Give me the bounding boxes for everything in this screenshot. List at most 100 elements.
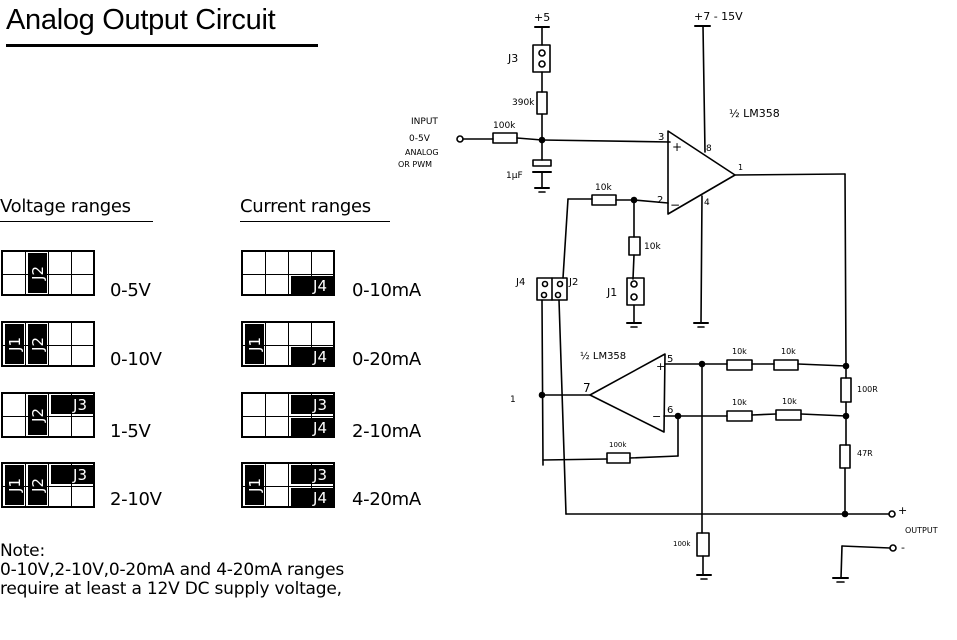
r-fb2-label: 100k	[609, 441, 627, 449]
r-gnd1-label: 10k	[644, 242, 661, 252]
voltage-ranges-heading: Voltage ranges	[0, 196, 131, 217]
out-minus-label: -	[901, 541, 905, 554]
page-title: Analog Output Circuit	[6, 4, 276, 36]
jumper-j2: J2	[28, 253, 47, 293]
r-top1-label: 10k	[732, 347, 747, 356]
pin-label: 3	[658, 132, 664, 143]
resistor-390k: 390k	[512, 91, 548, 115]
jumper-j4: J4	[291, 488, 333, 507]
pin-label: 2	[657, 195, 663, 206]
output-terminal-minus: -	[889, 541, 905, 554]
jumper-j4: J4	[291, 276, 333, 295]
r-input-label: 100k	[493, 121, 516, 131]
range-label: 0-5V	[110, 280, 151, 301]
jumper-j4: J4	[291, 418, 333, 437]
voltage-heading-underline	[0, 221, 153, 222]
resistor-10k-j1: 10k	[628, 236, 661, 256]
resistor-10k-feedback: 10k	[591, 183, 617, 206]
opamp-1: ½ LM358 3 + 8 2 − 4 1	[657, 107, 780, 215]
resistor-100k-load: 100k	[673, 532, 710, 557]
supply-5v: +5	[534, 11, 550, 46]
j4-label: J4	[515, 277, 525, 288]
plus-sign: +	[656, 360, 665, 373]
note-line-2: require at least a 12V DC supply voltage…	[0, 579, 342, 599]
jumper-j1: J1	[5, 324, 24, 364]
range-label: 4-20mA	[352, 489, 421, 510]
jumper-j4-header: J4 J2	[515, 277, 578, 301]
ground-symbol	[832, 577, 849, 583]
jumper-j3: J3	[51, 465, 93, 484]
jumper-j3: J3	[51, 395, 93, 414]
resistor-100r: 100R	[840, 377, 878, 403]
resistor-47r: 47R	[839, 444, 873, 469]
opamp-2: ½ LM358 7 5 + 6 −	[580, 350, 673, 433]
opamp1-label: ½ LM358	[729, 107, 780, 120]
note-heading: Note:	[0, 541, 45, 561]
input-type-pwm: OR PWM	[398, 160, 432, 169]
jumper-j1: J1	[245, 465, 264, 505]
resistor-10k-bottom-2: 10k	[775, 397, 802, 421]
pin-label: 7	[583, 381, 591, 395]
supply-5v-label: +5	[534, 11, 550, 24]
input-range-label: 0-5V	[409, 134, 431, 144]
current-ranges-heading: Current ranges	[240, 196, 371, 217]
jumper-j3: J3	[291, 395, 333, 414]
range-label: 0-20mA	[352, 349, 421, 370]
pin-label: 6	[667, 405, 673, 416]
r-load-label: 100k	[673, 540, 691, 548]
range-label: 1-5V	[110, 421, 151, 442]
r-fb1-label: 10k	[595, 183, 612, 193]
jumper-grid-0-10v: J1 J2	[1, 321, 95, 367]
j3-label: J3	[507, 52, 518, 65]
minus-sign: −	[652, 410, 661, 423]
r-top2-label: 10k	[781, 347, 796, 356]
input-terminal: INPUT 0-5V ANALOG OR PWM	[398, 117, 464, 169]
resistor-100k-feedback: 100k	[606, 441, 631, 464]
r-bot2-label: 10k	[782, 397, 797, 406]
range-label: 2-10V	[110, 489, 162, 510]
current-heading-underline	[240, 221, 390, 222]
input-label: INPUT	[411, 117, 438, 127]
jumper-j3: J3	[291, 465, 333, 484]
cap-label: 1µF	[506, 171, 523, 181]
out-plus-label: +	[898, 504, 907, 517]
r-bot1-label: 10k	[732, 398, 747, 407]
jumper-grid-1-5v: J2 J3	[1, 392, 95, 438]
range-label: 0-10mA	[352, 280, 421, 301]
resistor-10k-top-2: 10k	[773, 347, 799, 371]
r-47r-label: 47R	[857, 449, 873, 458]
resistor-10k-top-1: 10k	[726, 347, 753, 371]
jumper-j4: J4	[291, 347, 333, 366]
capacitor-1uf: 1µF	[506, 139, 552, 193]
r-sense-label: 100R	[857, 385, 878, 394]
j1-label: J1	[606, 286, 617, 299]
jumper-grid-0-10ma: J4	[241, 250, 335, 296]
jumper-j1: J1	[5, 465, 24, 505]
j2-label: J2	[568, 277, 578, 288]
junction-dot	[538, 391, 546, 399]
pin-label: 5	[667, 354, 673, 365]
r-390k-label: 390k	[512, 98, 535, 108]
range-label: 2-10mA	[352, 421, 421, 442]
input-type-analog: ANALOG	[405, 148, 439, 157]
jumper-grid-0-5v: J2	[1, 250, 95, 296]
plus-sign: +	[672, 140, 682, 154]
jumper-grid-4-20ma: J1 J3 J4	[241, 462, 335, 508]
pin-label: 4	[704, 198, 710, 208]
note-line-1: 0-10V,2-10V,0-20mA and 4-20mA ranges	[0, 560, 345, 580]
minus-sign: −	[670, 198, 680, 212]
side-mark: 1	[510, 395, 516, 405]
ground-symbol	[696, 574, 712, 580]
resistor-10k-bottom-1: 10k	[726, 398, 753, 422]
supply-main: +7 - 15V	[694, 10, 743, 153]
jumper-grid-2-10ma: J3 J4	[241, 392, 335, 438]
ground-symbol	[626, 322, 642, 328]
note: Note: 0-10V,2-10V,0-20mA and 4-20mA rang…	[0, 542, 344, 599]
jumper-j1: J1	[245, 324, 264, 364]
output-label: OUTPUT	[905, 526, 938, 535]
jumper-j2: J2	[28, 324, 47, 364]
opamp2-label: ½ LM358	[580, 350, 626, 362]
jumper-grid-2-10v: J1 J2 J3	[1, 462, 95, 508]
ground-symbol	[693, 322, 709, 328]
